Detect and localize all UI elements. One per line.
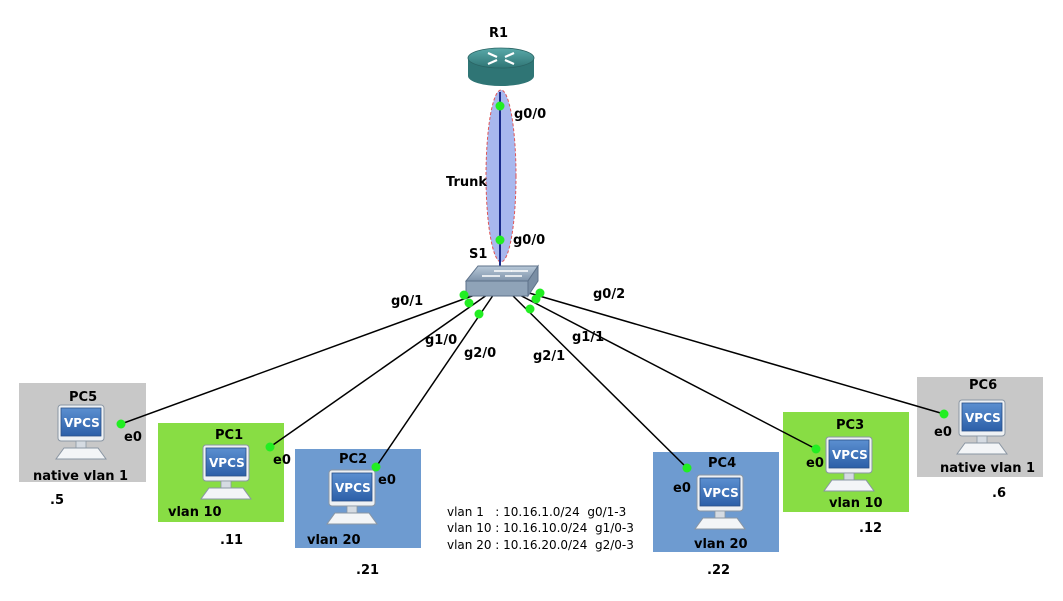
link-s1-pc6[interactable] <box>511 287 945 415</box>
pc1-vpcs-label: VPCS <box>209 456 245 470</box>
pc4-vlan-label: vlan 20 <box>694 537 748 552</box>
endpoint-r1-g0-0 <box>495 101 505 111</box>
pc5-vlan-label: native vlan 1 <box>33 469 128 484</box>
pc6-port-label: e0 <box>934 425 952 440</box>
switch-arrows-icon <box>482 270 528 277</box>
endpoint-s1-g0-1 <box>459 290 469 300</box>
pc6-computer-icon[interactable]: VPCS <box>956 399 1008 455</box>
pc3-port-label: e0 <box>806 456 824 471</box>
pc3-name: PC3 <box>836 418 864 433</box>
pc4-computer-icon[interactable]: VPCS <box>694 474 746 530</box>
pc2-vpcs-label: VPCS <box>335 481 371 495</box>
pc5-computer-icon[interactable]: VPCS <box>55 404 107 460</box>
pc5-port-label: e0 <box>124 430 142 445</box>
link-s1-pc2[interactable] <box>375 290 497 468</box>
router-name: R1 <box>489 26 508 41</box>
pc4-ip-label: .22 <box>707 563 730 578</box>
link-s1-pc5[interactable] <box>120 287 495 425</box>
pc2-ip-label: .21 <box>356 563 379 578</box>
link-s1-pc3[interactable] <box>509 289 817 450</box>
pc2-vlan-label: vlan 20 <box>307 533 361 548</box>
pc6-ip-label: .6 <box>992 486 1006 501</box>
pc1-ip-label: .11 <box>220 533 243 548</box>
links <box>120 92 945 469</box>
port-label-g2-0: g2/0 <box>464 346 496 361</box>
port-label-g1-1: g1/1 <box>572 330 604 345</box>
endpoint-s1-g0-0 <box>495 235 505 245</box>
vlan-note-10: vlan 10 : 10.16.10.0/24 g1/0-3 <box>447 521 634 535</box>
router-r1[interactable] <box>467 47 535 86</box>
pc3-ip-label: .12 <box>859 521 882 536</box>
pc4-name: PC4 <box>708 456 736 471</box>
endpoint-s1-g2-0 <box>474 309 484 319</box>
endpoint-pc2-e0 <box>371 462 381 472</box>
switch-s1[interactable] <box>464 264 539 298</box>
pc1-port-label: e0 <box>273 453 291 468</box>
port-label-g0-2: g0/2 <box>593 287 625 302</box>
port-label-g0-1: g0/1 <box>391 294 423 309</box>
endpoint-pc4-e0 <box>682 463 692 473</box>
pc6-vlan-label: native vlan 1 <box>940 461 1035 476</box>
router-port-label: g0/0 <box>514 107 546 122</box>
pc6-name: PC6 <box>969 378 997 393</box>
endpoint-pc3-e0 <box>811 444 821 454</box>
vlan-note-1: vlan 1 : 10.16.1.0/24 g0/1-3 <box>447 505 626 519</box>
port-label-g2-1: g2/1 <box>533 349 565 364</box>
pc3-vlan-label: vlan 10 <box>829 496 883 511</box>
link-endpoints <box>116 101 949 473</box>
pc5-ip-label: .5 <box>50 493 64 508</box>
pc1-vlan-label: vlan 10 <box>168 505 222 520</box>
switch-name: S1 <box>469 247 487 262</box>
switch-uplink-port-label: g0/0 <box>513 233 545 248</box>
vlan-notes: vlan 1 : 10.16.1.0/24 g0/1-3 vlan 10 : 1… <box>447 505 634 552</box>
endpoint-s1-g2-1 <box>525 304 535 314</box>
pc1-computer-icon[interactable]: VPCS <box>200 444 252 500</box>
pc5-vpcs-label: VPCS <box>64 416 100 430</box>
pc6-vpcs-label: VPCS <box>965 411 1001 425</box>
pc4-vpcs-label: VPCS <box>703 486 739 500</box>
pc4-port-label: e0 <box>673 481 691 496</box>
link-s1-pc1[interactable] <box>269 289 495 448</box>
trunk-label: Trunk <box>446 175 487 190</box>
endpoint-pc5-e0 <box>116 419 126 429</box>
pc3-computer-icon[interactable]: VPCS <box>823 436 875 492</box>
endpoint-s1-g0-2 <box>535 288 545 298</box>
endpoint-pc6-e0 <box>939 409 949 419</box>
pc3-vpcs-label: VPCS <box>832 448 868 462</box>
endpoint-s1-g1-0 <box>464 298 474 308</box>
pc2-computer-icon[interactable]: VPCS <box>326 469 378 525</box>
endpoint-pc1-e0 <box>265 442 275 452</box>
pc1-name: PC1 <box>215 428 243 443</box>
port-label-g1-0: g1/0 <box>425 333 457 348</box>
link-s1-pc4[interactable] <box>507 290 688 469</box>
pc2-name: PC2 <box>339 452 367 467</box>
pc5-name: PC5 <box>69 390 97 405</box>
vlan-note-20: vlan 20 : 10.16.20.0/24 g2/0-3 <box>447 538 634 552</box>
router-arrows-icon <box>487 51 515 66</box>
pc2-port-label: e0 <box>378 473 396 488</box>
